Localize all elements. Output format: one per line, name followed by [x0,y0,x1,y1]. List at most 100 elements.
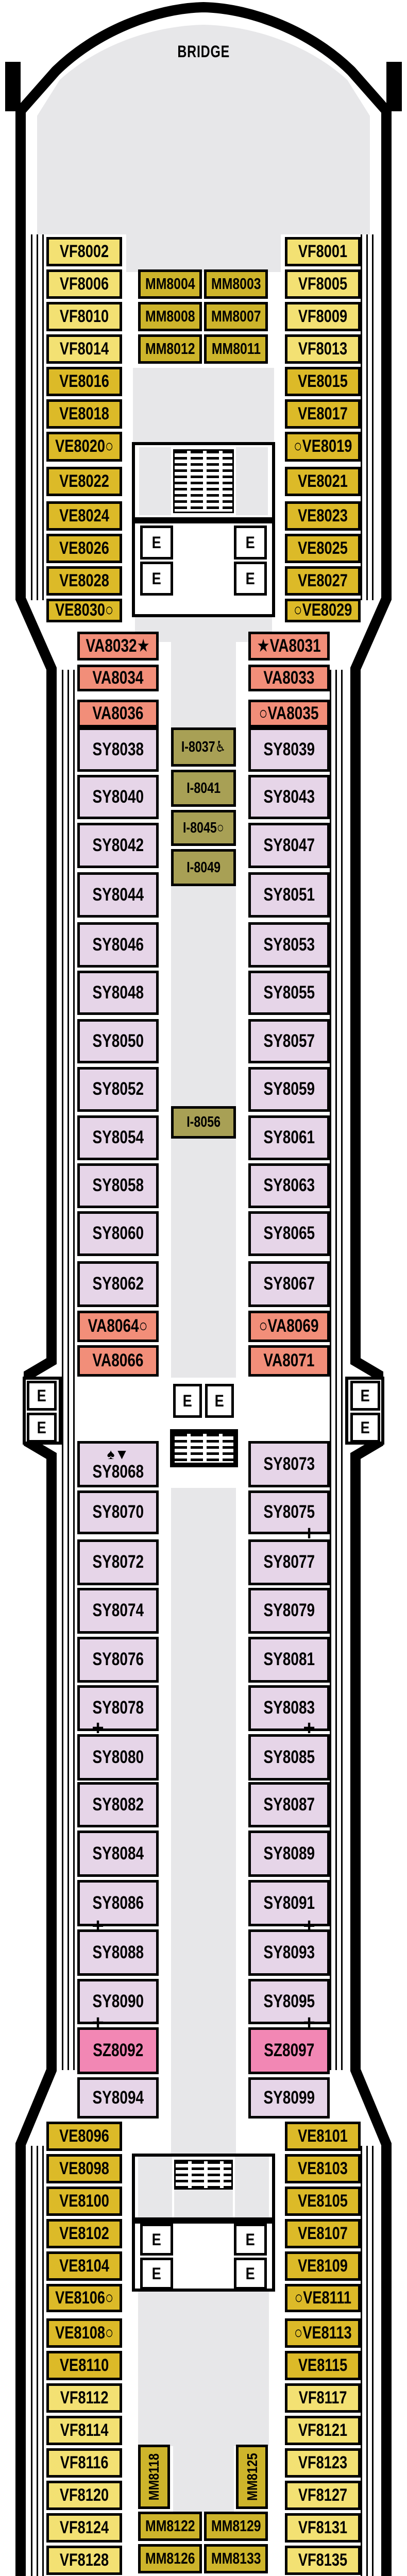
cabin-number: VF8002 [59,241,109,261]
cabin-VA8066: VA8066 [77,1345,159,1377]
cabin-number: SY8085 [263,1747,315,1767]
cabin-number: SY8047 [263,835,315,855]
cabin-number: SY8094 [92,2087,144,2108]
cabin-number: VE8027 [298,570,348,590]
elevator: E [140,526,173,560]
cabin-VE8029: ○VE8029 [285,599,361,622]
cabin-number: VE8103 [298,2158,348,2178]
cabin-number: SY8055 [263,982,315,1003]
cabin-number: VF8117 [298,2387,347,2408]
cabin-number: VE8106○ [55,2287,114,2308]
cabin-number: MM8007 [211,307,261,326]
cabin-SY8052: SY8052 [77,1067,159,1112]
cabin-I8056: I-8056 [171,1106,236,1139]
cabin-number: VF8131 [298,2517,348,2537]
cabin-number: VA8032★ [86,635,150,656]
corridor-area [173,2445,234,2512]
cabin-number: VE8017 [298,403,348,423]
corridor-area [126,233,281,272]
cabin-SY8054: SY8054 [77,1115,159,1160]
balcony-railing-strip [62,670,77,2070]
cabin-MM8125: MM8125 [236,2445,268,2509]
cabin-SY8053: SY8053 [248,922,330,968]
cabin-SY8074: SY8074 [77,1588,159,1634]
elevator-label: E [214,1391,225,1410]
cabin-VE8015: VE8015 [285,367,361,396]
cabin-number: VF8009 [298,306,348,326]
cabin-number: SY8083 [263,1698,315,1718]
cabin-number: VE8107 [298,2223,348,2243]
cabin-SY8081: SY8081 [248,1637,330,1683]
cabin-number: VE8104 [59,2256,109,2276]
cabin-MM8004: MM8004 [138,269,202,299]
cabin-VE8107: VE8107 [285,2219,361,2248]
cabin-number: VE8030○ [55,600,114,620]
cabin-number: VE8098 [59,2158,109,2178]
cabin-VF8014: VF8014 [46,334,122,364]
elevator-label: E [151,533,162,552]
cabin-MM8126: MM8126 [138,2544,202,2573]
corridor-area [138,2292,269,2446]
cabin-SY8043: SY8043 [248,775,330,819]
cabin-VF8005: VF8005 [285,269,361,299]
connecting-rooms-plus-icon: + [303,1717,315,1739]
cabin-number: SY8095 [263,1991,315,2011]
cabin-SY8048: SY8048 [77,971,159,1015]
cabin-SY8058: SY8058 [77,1163,159,1208]
cabin-number: MM8011 [211,340,261,358]
cabin-SY8087: SY8087 [248,1782,330,1827]
cabin-VF8116: VF8116 [46,2448,122,2478]
cabin-SY8059: SY8059 [248,1067,330,1112]
cabin-number: VE8026 [59,538,109,558]
cabin-SY8047: SY8047 [248,823,330,868]
cabin-VF8013: VF8013 [285,334,361,364]
elevator-label: E [245,2230,256,2249]
cabin-number: VE8105 [298,2191,348,2211]
cabin-VF8124: VF8124 [46,2513,122,2543]
cabin-MM8118: MM8118 [138,2445,170,2509]
cabin-number: VF8128 [59,2550,109,2570]
cabin-VE8020: VE8020○ [46,432,122,462]
cabin-SY8083: SY8083 [248,1685,330,1731]
cabin-number: VE8101 [298,2126,348,2146]
connecting-rooms-plus-icon: + [92,1717,104,1739]
cabin-VE8115: VE8115 [285,2351,361,2380]
elevator: E [234,2258,267,2290]
cabin-SY8042: SY8042 [77,823,159,868]
cabin-SY8068: ♠▼SY8068 [77,1441,159,1487]
cabin-SY8051: SY8051 [248,872,330,918]
cabin-number: VF8123 [298,2452,348,2472]
corridor-area [171,2057,236,2158]
corridor-area [171,884,236,1106]
connecting-rooms-plus-icon: + [303,2011,315,2034]
cabin-SY8091: SY8091 [248,1880,330,1926]
cabin-VE8028: VE8028 [46,566,122,596]
cabin-VA8064: VA8064○ [77,1311,159,1342]
cabin-SY8079: SY8079 [248,1588,330,1634]
cabin-number: SY8054 [92,1127,144,1148]
stair-landing-area [236,447,268,515]
cabin-SY8067: SY8067 [248,1261,330,1307]
cabin-VA8032: VA8032★ [77,632,159,660]
cabin-VE8023: VE8023 [285,501,361,531]
cabin-SY8072: SY8072 [77,1539,159,1585]
cabin-number: SY8059 [263,1079,315,1099]
cabin-VF8127: VF8127 [285,2481,361,2510]
cabin-SY8050: SY8050 [77,1019,159,1063]
corridor-area [171,1139,236,1378]
cabin-number: VE8021 [298,471,348,491]
cabin-number: SY8065 [263,1223,315,1244]
cabin-number: MM8003 [211,275,261,293]
cabin-SY8073: SY8073 [248,1441,330,1487]
cabin-VF8112: VF8112 [46,2383,122,2413]
cabin-number: VE8102 [59,2223,109,2243]
staircase [173,449,234,513]
cabin-number: SY8075 [263,1502,315,1522]
cabin-SY8086: SY8086 [77,1880,159,1926]
bow-notch-left [5,62,21,111]
cabin-number: SY8067 [263,1274,315,1294]
balcony-railing-strip [361,2146,376,2576]
cabin-VA8069: ○VA8069 [248,1311,330,1342]
cabin-SY8065: SY8065 [248,1211,330,1256]
cabin-number: SY8068 [92,1461,144,1482]
